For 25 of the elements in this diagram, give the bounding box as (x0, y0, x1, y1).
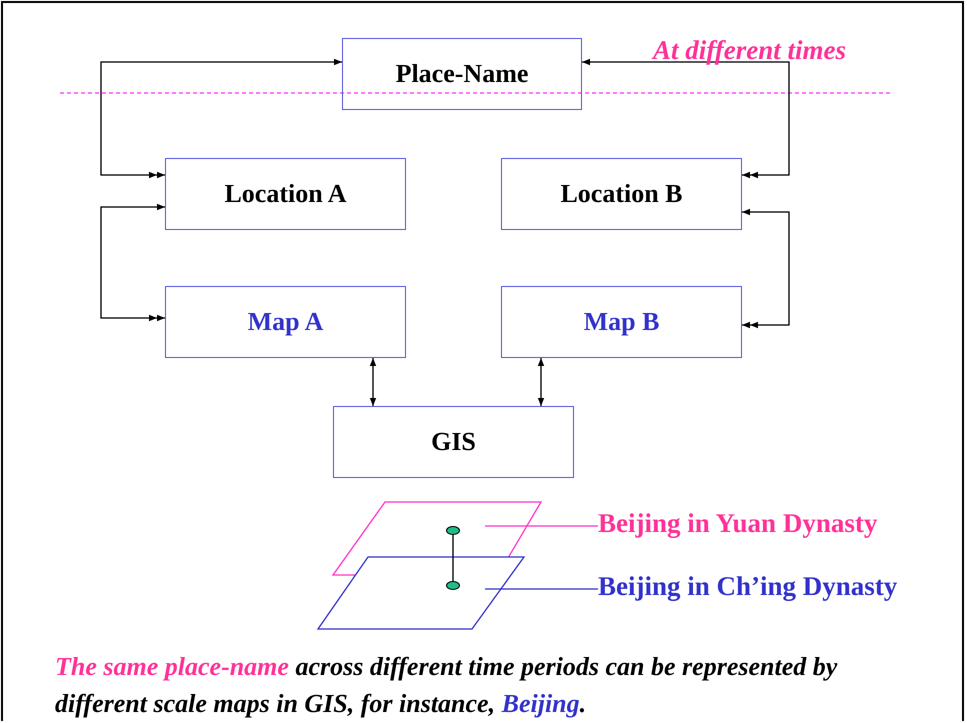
box-label: Location A (224, 178, 347, 210)
box-label: Place-Name (396, 58, 528, 90)
process-box (501, 286, 742, 358)
leader-line (485, 525, 598, 527)
leader-line (485, 588, 598, 590)
process-box (165, 286, 406, 358)
connector-line (452, 535, 454, 581)
arrow (582, 58, 790, 178)
note-text: At different times (653, 35, 846, 66)
arrow (742, 208, 790, 328)
arrow (100, 204, 165, 322)
process-box (165, 158, 406, 230)
caption: The same place-name across different time periods can be represented by different scale maps in GIS, for instance, Beijing. (55, 651, 838, 720)
box-label: GIS (431, 426, 476, 458)
process-box (333, 406, 574, 478)
box-label: Location B (560, 178, 683, 210)
box-label: Map B (584, 306, 660, 338)
arrow (100, 58, 342, 178)
process-box (501, 158, 742, 230)
layer-label: Beijing in Yuan Dynasty (598, 508, 878, 538)
arrow (370, 358, 376, 406)
process-box (342, 38, 582, 110)
box-label: Map A (248, 306, 324, 338)
layer-label: Beijing in Ch’ing Dynasty (598, 571, 898, 601)
arrow (538, 358, 544, 406)
